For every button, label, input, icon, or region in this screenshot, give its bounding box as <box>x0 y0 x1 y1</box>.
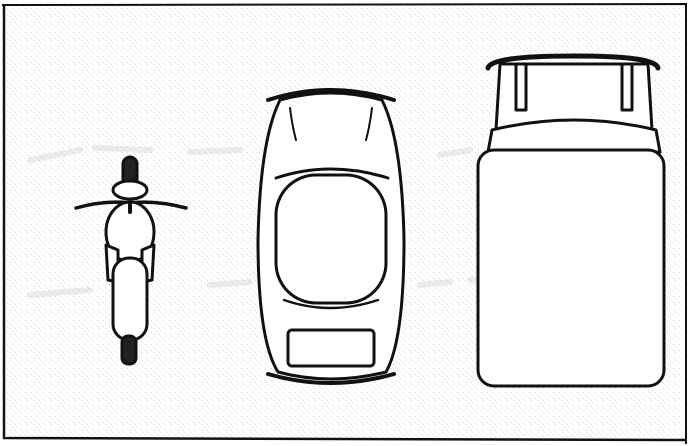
car-drawing <box>258 90 404 383</box>
car-trunk <box>288 330 374 366</box>
car-roof <box>276 175 386 303</box>
motorcycle-headlight <box>113 181 147 199</box>
truck-right-mirror <box>622 64 632 110</box>
truck-cab-rear <box>488 120 660 152</box>
truck-drawing <box>478 56 664 386</box>
truck-cargo-box <box>478 150 664 386</box>
truck-left-mirror <box>516 64 526 110</box>
motorcycle-seat <box>113 258 147 340</box>
motorcycle-rear-wheel <box>122 336 136 364</box>
